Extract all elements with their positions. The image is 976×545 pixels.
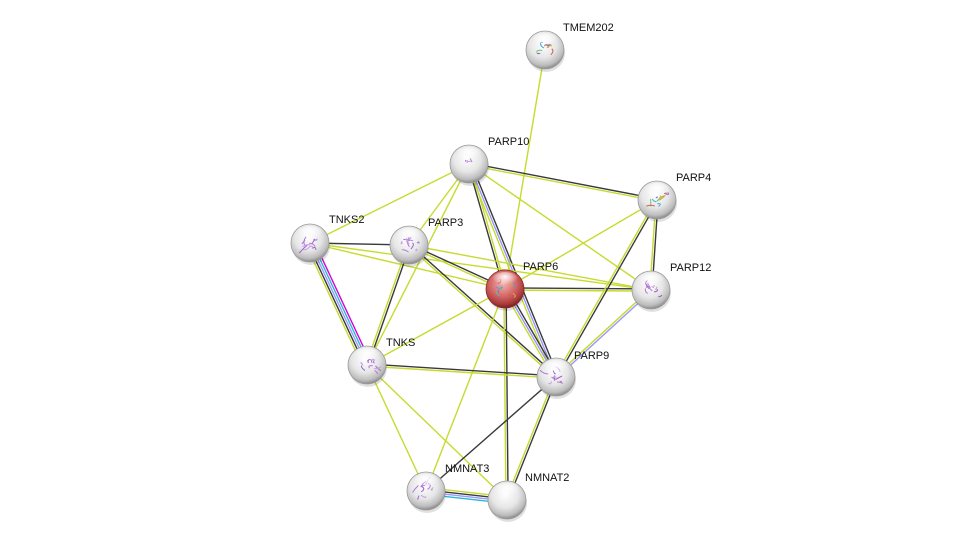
- node-parp4[interactable]: PARP4: [637, 172, 711, 222]
- node-label: PARP3: [428, 217, 463, 229]
- edge-evidence-textmining: [468, 164, 657, 202]
- edge-evidence-textmining: [554, 199, 657, 377]
- edge-evidence-textmining: [504, 49, 546, 290]
- node-nmnat3[interactable]: NMNAT3: [406, 463, 489, 513]
- edge-parp10-parp4[interactable]: [468, 162, 658, 202]
- edge-evidence-coexpression: [367, 245, 411, 366]
- edge-evidence-textmining: [366, 163, 470, 366]
- edge-evidence-textmining: [504, 289, 651, 292]
- node-parp10[interactable]: PARP10: [449, 136, 529, 186]
- edge-tnks2-parp6[interactable]: [309, 242, 506, 290]
- edge-tnks2-tnks[interactable]: [305, 240, 372, 368]
- node-highlight: [412, 474, 440, 490]
- edge-evidence-homology: [309, 242, 368, 366]
- edge-tnks-parp9[interactable]: [366, 363, 557, 379]
- edge-parp6-nmnat2[interactable]: [503, 288, 509, 501]
- edge-parp9-nmnat2[interactable]: [505, 376, 558, 501]
- node-parp12[interactable]: PARP12: [631, 262, 711, 312]
- edge-evidence-textmining: [365, 244, 409, 365]
- node-highlight: [531, 33, 559, 49]
- edge-evidence-experiment: [313, 240, 372, 364]
- edge-parp10-tnks2[interactable]: [309, 163, 470, 244]
- edge-parp9-nmnat3[interactable]: [425, 376, 557, 492]
- edge-evidence-textmining: [366, 365, 556, 379]
- edges-layer: [305, 49, 659, 504]
- node-label: PARP4: [676, 172, 711, 184]
- node-label: PARP12: [670, 262, 711, 274]
- node-highlight: [643, 183, 671, 199]
- node-highlight: [353, 348, 381, 364]
- edge-parp6-nmnat3[interactable]: [425, 288, 506, 492]
- node-highlight: [493, 483, 521, 499]
- edge-evidence-coexpression: [469, 162, 658, 200]
- edge-evidence-coexpression: [556, 200, 659, 378]
- edge-evidence-textmining: [309, 242, 506, 290]
- edge-tnks2-parp12[interactable]: [309, 242, 652, 291]
- edge-evidence-textmining: [309, 163, 470, 244]
- edge-evidence-textmining: [407, 245, 556, 379]
- edge-evidence-textmining: [305, 244, 364, 368]
- node-label: NMNAT2: [525, 472, 569, 484]
- node-highlight: [296, 226, 324, 242]
- node-highlight: [455, 147, 483, 163]
- edge-evidence-coexpression: [367, 363, 557, 377]
- node-label: TMEM202: [563, 22, 614, 34]
- edge-parp3-parp9[interactable]: [407, 243, 558, 379]
- edge-parp3-tnks[interactable]: [365, 244, 411, 366]
- edge-evidence-coexpression: [470, 162, 559, 377]
- node-nmnat2[interactable]: NMNAT2: [487, 472, 569, 522]
- edge-evidence-homology: [556, 290, 653, 379]
- node-parp6[interactable]: PARP6: [485, 261, 558, 311]
- node-label: PARP10: [488, 136, 529, 148]
- node-highlight: [491, 272, 519, 288]
- node-highlight: [542, 360, 570, 376]
- edge-tnks-nmnat3[interactable]: [366, 364, 427, 492]
- edge-evidence-coexpression: [307, 243, 366, 367]
- node-tmem202[interactable]: TMEM202: [525, 22, 614, 72]
- edge-evidence-coexpression: [409, 243, 558, 377]
- edge-parp12-parp9[interactable]: [554, 288, 653, 379]
- node-label: TNKS2: [329, 214, 364, 226]
- node-tnks2[interactable]: TNKS2: [290, 214, 364, 265]
- edge-parp10-parp12[interactable]: [468, 163, 652, 291]
- edge-evidence-coexpression: [505, 287, 652, 290]
- edge-parp10-tnks[interactable]: [366, 163, 470, 366]
- edge-evidence-coexpression: [505, 288, 509, 500]
- node-parp9[interactable]: PARP9: [536, 350, 609, 399]
- edge-evidence-textmining: [554, 288, 651, 377]
- edge-parp6-parp4[interactable]: [504, 199, 658, 290]
- edge-evidence-textmining: [504, 199, 658, 290]
- edge-tnks-nmnat2[interactable]: [366, 364, 508, 501]
- edge-parp4-parp9[interactable]: [554, 199, 659, 378]
- edge-evidence-coexpression: [507, 377, 558, 501]
- node-label: TNKS: [386, 337, 415, 349]
- edge-evidence-textmining: [505, 376, 556, 500]
- node-highlight: [395, 228, 423, 244]
- edge-parp6-tnks[interactable]: [366, 288, 506, 366]
- edge-evidence-textmining: [468, 163, 652, 291]
- edge-evidence-database: [311, 241, 370, 365]
- edge-evidence-textmining: [366, 364, 427, 492]
- edge-evidence-textmining: [366, 364, 508, 501]
- node-parp3[interactable]: PARP3: [389, 217, 463, 267]
- node-label: PARP9: [574, 350, 609, 362]
- node-label: NMNAT3: [445, 463, 489, 475]
- edge-tmem202-parp6[interactable]: [504, 49, 546, 290]
- edge-evidence-coexpression: [425, 376, 557, 492]
- edge-evidence-textmining: [503, 289, 507, 501]
- node-tnks[interactable]: TNKS: [347, 337, 415, 387]
- edge-evidence-textmining: [425, 288, 506, 492]
- edge-evidence-textmining: [309, 242, 652, 291]
- node-highlight: [637, 273, 665, 289]
- edge-evidence-textmining: [366, 288, 506, 366]
- edge-evidence-textmining: [469, 163, 507, 289]
- edge-parp6-parp12[interactable]: [504, 287, 652, 292]
- node-label: PARP6: [523, 261, 558, 273]
